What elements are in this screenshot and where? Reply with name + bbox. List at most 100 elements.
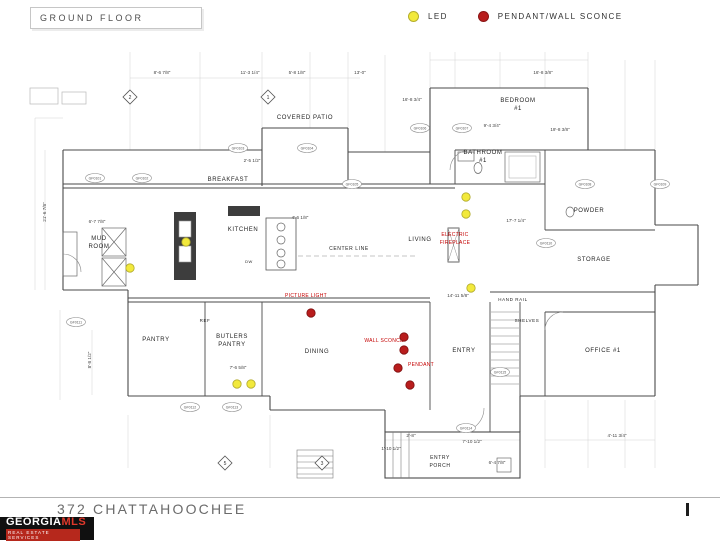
address-text: 372 CHATTAHOOCHEE: [57, 501, 247, 517]
pendant-lights-layer: [306, 308, 415, 390]
reference-tag: [490, 367, 510, 377]
room-label: BREAKFAST: [208, 177, 249, 183]
porch-steps: [392, 432, 512, 478]
room-label: DINING: [305, 349, 330, 355]
grid-marker-diamond: [217, 455, 233, 471]
room-label: HAND RAIL: [498, 297, 527, 302]
logo-georgia-text: GEORGIA: [6, 515, 62, 528]
reference-tag-label: GF0112: [184, 405, 196, 409]
plan-title: GROUND FLOOR: [40, 13, 144, 23]
pendant-legend-dot: [477, 11, 489, 22]
reference-tag: [575, 179, 595, 189]
georgia-mls-logo: GEORGIAMLS REAL ESTATE SERVICES: [0, 515, 94, 541]
dimension-label: 11'-3 1/4": [240, 70, 259, 75]
dimension-label: 8'-8 1/2": [87, 351, 92, 368]
room-label: POWDER: [574, 208, 605, 214]
dimension-label: 2'-5 1/2": [244, 158, 261, 163]
dimension-label: 21'-6 7/8": [42, 202, 47, 222]
pendant-light-dot: [399, 332, 409, 342]
red-annotation-label: WALL SCONCE: [364, 338, 404, 344]
room-label: #1: [479, 158, 487, 164]
reference-tag-label: GF0101: [89, 176, 102, 180]
reference-tag: [536, 238, 556, 248]
led-lights-layer: [125, 192, 476, 389]
red-annotations-layer: ELECTRIC FIREPLACE PICTURE LIGHT WALL SCONC…: [285, 232, 471, 368]
room-label: ROOM: [88, 244, 109, 250]
room-label: BATHROOM: [463, 150, 502, 156]
reference-tag: [180, 402, 200, 412]
pendant-light-dot: [306, 308, 316, 318]
reference-tag-label: GF0109: [654, 182, 667, 186]
logo-tagline: REAL ESTATE SERVICES: [6, 528, 80, 541]
dimension-label: 5'-8 1/8": [289, 70, 306, 75]
fireplace: [447, 227, 460, 263]
dimension-label: 4'-6 1/8": [292, 215, 309, 220]
construction-lines: [34, 52, 656, 468]
dimension-label: 16'-8 3/8": [533, 70, 553, 75]
room-label: REF: [200, 318, 211, 323]
room-labels-layer: COVERED PATIOBREAKFASTMUDROOMKITCHENCENT…: [88, 98, 620, 469]
red-annotation-label: FIREPLACE: [440, 240, 471, 246]
reference-tag: [456, 423, 476, 433]
room-label: STORAGE: [577, 257, 610, 263]
kitchen-fixtures: [174, 206, 297, 280]
dimension-labels-layer: 8'-6 7/8"11'-3 1/4"5'-8 1/8"13'-0"16'-8 …: [42, 70, 627, 465]
bath-fixtures: [457, 151, 575, 218]
legend-item-pendant: PENDANT/WALL SCONCE: [477, 11, 623, 22]
led-light-dot: [181, 237, 191, 247]
led-legend-label: LED: [428, 12, 448, 21]
site-features: [29, 87, 87, 105]
grid-marker-diamond: [122, 89, 138, 105]
led-legend-dot: [408, 11, 419, 22]
room-label: PANTRY: [218, 342, 245, 348]
grid-marker-number: 3: [321, 461, 324, 467]
stairs-bottom: [296, 449, 334, 479]
room-label: COVERED PATIO: [277, 115, 333, 121]
room-label: PORCH: [429, 463, 450, 469]
dimension-label: 2'-8": [406, 433, 416, 438]
dimension-label: 6'-4 7/8": [489, 460, 506, 465]
reference-tag-label: GF0102: [136, 176, 149, 180]
room-label: OFFICE #1: [585, 348, 621, 354]
reference-tag-label: GF0114: [460, 426, 472, 430]
room-label: KITCHEN: [228, 227, 259, 233]
dimension-label: 7'-6 5/8": [230, 365, 247, 370]
reference-tag: [66, 317, 86, 327]
red-annotation-label: PICTURE LIGHT: [285, 293, 327, 299]
grid-marker-number: 5: [224, 461, 227, 467]
room-label: MUD: [91, 236, 107, 242]
pendant-light-dot: [399, 345, 409, 355]
room-label: ENTRY: [452, 348, 475, 354]
dimension-label: 16'-8 3/4": [402, 97, 422, 102]
dimension-label: 19'-8 3/8": [550, 127, 570, 132]
room-label: #1: [514, 106, 522, 112]
led-light-dot: [125, 263, 135, 273]
legend-item-led: LED: [408, 11, 448, 22]
led-light-dot: [461, 192, 471, 202]
reference-tag-label: GF0111: [70, 320, 82, 324]
room-label: ENTRY: [430, 455, 450, 461]
led-light-dot: [466, 283, 476, 293]
legend: LED PENDANT/WALL SCONCE: [408, 11, 622, 22]
reference-tag-label: GF0108: [579, 182, 592, 186]
grid-marker-number: 2: [129, 95, 132, 101]
room-label: BEDROOM: [500, 98, 535, 104]
dimension-label: 17'-7 1/4": [506, 218, 526, 223]
red-annotation-label: ELECTRIC: [441, 232, 468, 238]
reference-tag: [132, 173, 152, 183]
reference-tag-label: GF0110: [540, 241, 552, 245]
reference-tag-label: GF0107: [456, 126, 469, 130]
island-stools: [276, 222, 286, 269]
door-arcs: [62, 149, 564, 433]
reference-tag-label: GF0105: [346, 182, 359, 186]
reference-tag: [342, 179, 362, 189]
room-label: BUTLERS: [216, 334, 248, 340]
reference-tag: [228, 143, 248, 153]
reference-tag-label: GF0106: [414, 126, 427, 130]
dimension-label: 13'-0": [354, 70, 366, 75]
footer-tick: [686, 503, 689, 516]
grid-marker-diamond: [314, 455, 330, 471]
reference-tag: [452, 123, 472, 133]
